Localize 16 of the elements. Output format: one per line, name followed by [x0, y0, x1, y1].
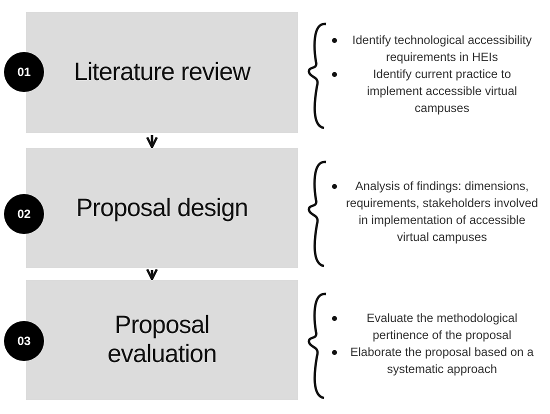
- description-text: Identify technological accessibility requirements in HEIs: [352, 32, 532, 64]
- step-number: 01: [17, 65, 31, 79]
- description-text: Analysis of findings: dimensions, requirements, stakeholders involved in implementation of accessible virtual campuses: [346, 179, 538, 244]
- description-text: Evaluate the methodological pertinence of the proposal: [366, 311, 518, 342]
- step-number-circle: [4, 194, 44, 234]
- step-title: Proposal evaluation: [106, 311, 218, 369]
- arrow: [146, 135, 158, 148]
- step-title: Proposal design: [75, 194, 249, 222]
- arrow: [146, 268, 158, 280]
- step-number: 02: [17, 207, 31, 221]
- step-number-circle: [4, 52, 44, 92]
- description-text: Elaborate the proposal based on a systematic approach: [350, 345, 534, 376]
- description-text: Identify current practice to implement accessible virtual campuses: [366, 66, 518, 114]
- step-title: Literature review: [72, 58, 252, 87]
- step-number: 03: [17, 334, 31, 348]
- step-number-circle: [4, 321, 44, 361]
